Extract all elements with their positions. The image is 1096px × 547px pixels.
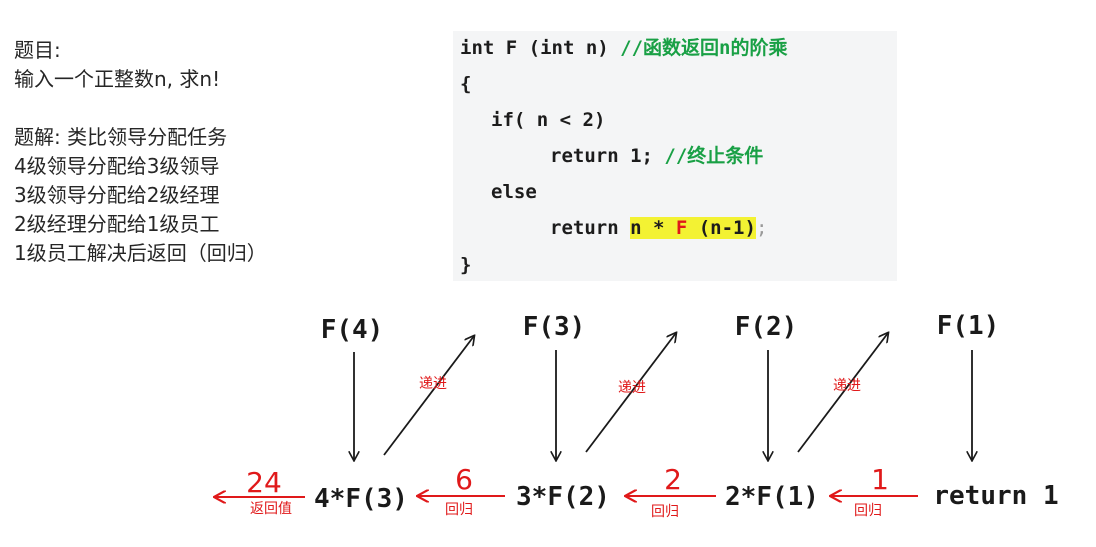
expression-node: 4*F(3) <box>314 484 408 514</box>
call-node: F(4) <box>321 315 384 345</box>
call-node: F(1) <box>937 311 1000 341</box>
recurse-label: 递进 <box>833 378 861 394</box>
code-signature-line: int F (int n) //函数返回n的阶乘 <box>460 37 788 59</box>
solution-step: 4级领导分配给3级领导 <box>14 154 220 178</box>
code-comment: //函数返回n的阶乘 <box>620 37 788 59</box>
code-else-line: else <box>491 181 537 203</box>
recurse-label: 递进 <box>419 376 447 392</box>
expression-node: 2*F(1) <box>725 482 819 512</box>
solution-title: 题解: 类比领导分配任务 <box>14 125 228 149</box>
return-value: 2 <box>664 463 682 496</box>
code-if-line: if( n < 2) <box>491 109 606 131</box>
expression-node: return 1 <box>933 481 1058 511</box>
recurse-arrow <box>383 336 474 456</box>
code-return-recursive-line: return n * F (n-1); <box>550 217 768 239</box>
code-open-brace: { <box>460 73 472 95</box>
code-close-brace: } <box>460 254 472 276</box>
return-label: 回归 <box>445 501 473 518</box>
recurse-arrow <box>585 333 676 453</box>
return-label: 回归 <box>854 502 882 519</box>
code-snippet: int F (int n) //函数返回n的阶乘 { if( n < 2) re… <box>453 31 897 281</box>
recurse-arrow <box>797 333 888 453</box>
expression-node: 3*F(2) <box>516 482 610 512</box>
problem-title: 题目: <box>14 38 61 62</box>
return-value: 1 <box>871 463 889 496</box>
problem-notes: 题目: 输入一个正整数n, 求n! 题解: 类比领导分配任务 4级领导分配给3级… <box>14 36 267 268</box>
solution-step: 2级经理分配给1级员工 <box>14 212 220 236</box>
code-highlight: n * F (n-1) <box>630 217 756 239</box>
code-return-base-line: return 1; //终止条件 <box>550 145 764 167</box>
return-value: 24 <box>246 466 282 499</box>
return-label: 回归 <box>651 503 679 520</box>
recurse-label: 递进 <box>618 380 646 396</box>
solution-step: 1级员工解决后返回（回归） <box>14 241 267 265</box>
problem-question: 输入一个正整数n, 求n! <box>14 67 221 91</box>
return-value: 6 <box>455 463 473 496</box>
code-comment: //终止条件 <box>664 145 764 167</box>
call-node: F(3) <box>523 312 586 342</box>
call-node: F(2) <box>735 312 798 342</box>
solution-step: 3级领导分配给2级经理 <box>14 183 220 207</box>
final-return-label: 返回值 <box>250 501 292 517</box>
